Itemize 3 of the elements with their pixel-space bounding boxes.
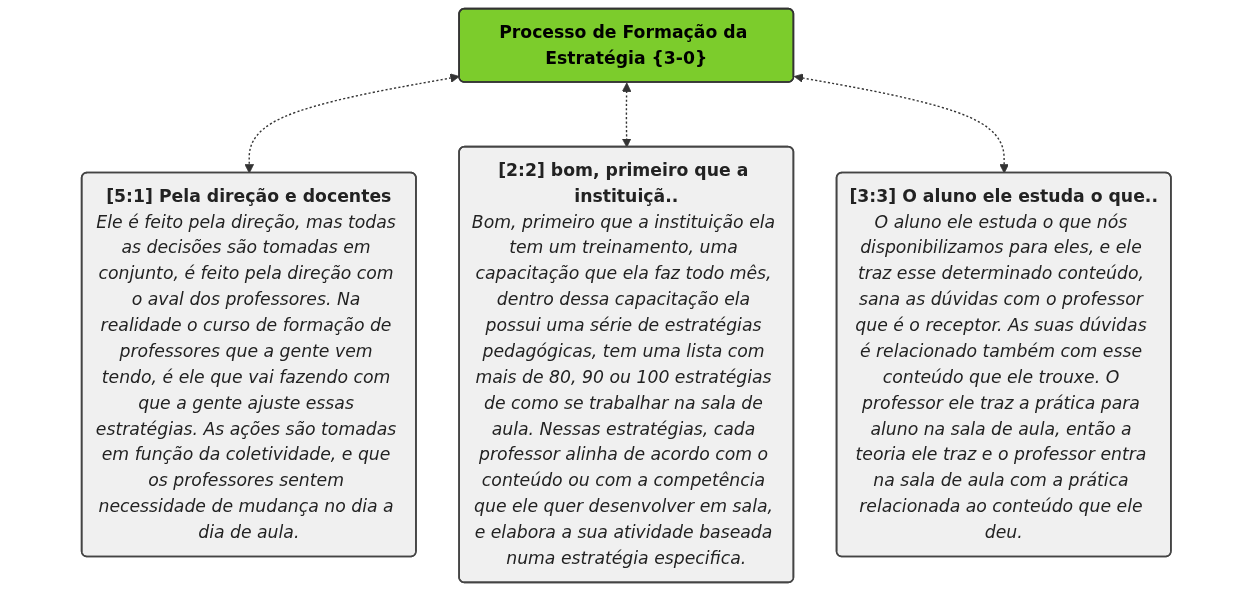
arrow xyxy=(244,73,460,174)
arrow xyxy=(793,73,1009,174)
arrow xyxy=(621,82,632,148)
